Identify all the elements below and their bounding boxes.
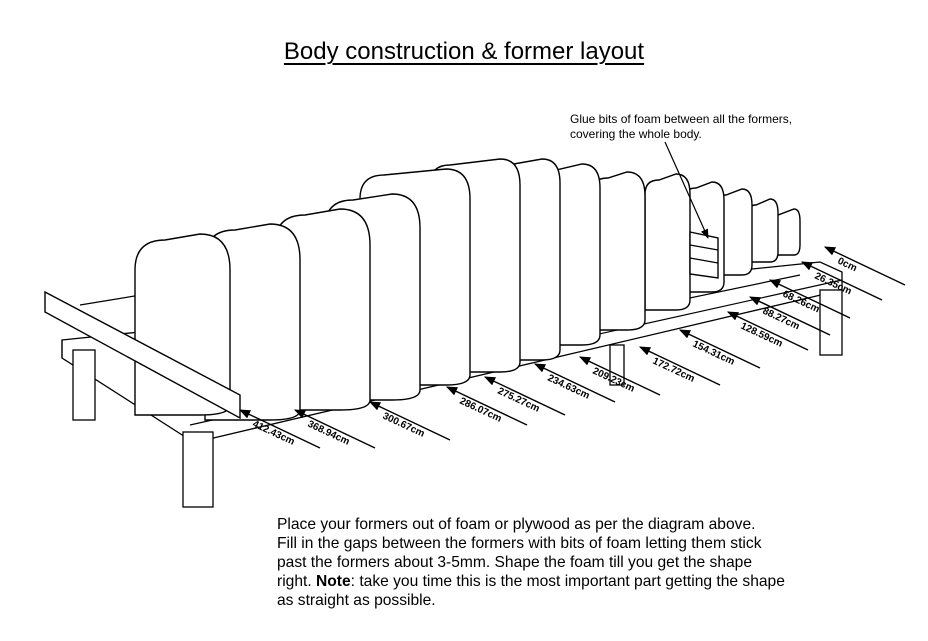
former-4 — [644, 173, 691, 311]
station-arrow-2 — [768, 279, 851, 319]
station-arrow-13 — [238, 409, 321, 449]
instructions-line-4-prefix: right. — [277, 573, 316, 590]
station-arrow-10 — [445, 386, 528, 426]
station-arrow-12 — [293, 409, 376, 449]
instructions-line-4: right. Note: take you time this is the m… — [277, 572, 897, 591]
station-arrow-3 — [748, 296, 831, 336]
formers-group — [44, 158, 801, 421]
note-line-1: Glue bits of foam between all the former… — [570, 112, 793, 126]
station-arrow-6 — [638, 346, 721, 386]
note-keyword: Note — [316, 573, 351, 590]
station-arrow-8 — [533, 363, 616, 403]
station-arrow-1 — [800, 261, 883, 301]
station-arrow-9 — [483, 376, 566, 416]
station-label-3: 88.27cm — [761, 306, 802, 333]
note-leader-line — [664, 141, 709, 239]
note-line-2: covering the whole body. — [570, 127, 702, 141]
instructions-line-5: as straight as possible. — [277, 592, 436, 609]
station-arrows: 0cm26.35cm68.26cm88.27cm128.59cm154.31cm… — [238, 246, 906, 449]
foam-blocks — [689, 231, 719, 279]
station-arrow-11 — [368, 401, 451, 441]
instructions-line-1: Place your formers out of foam or plywoo… — [277, 516, 756, 533]
instructions-line-4-suffix: : take you time this is the most importa… — [350, 573, 785, 590]
station-arrow-7 — [578, 356, 661, 396]
station-arrow-0 — [823, 246, 906, 286]
instructions-line-2: Fill in the gaps between the formers wit… — [277, 535, 762, 552]
station-arrow-5 — [678, 329, 761, 369]
instructions-line-3: past the formers about 3-5mm. Shape the … — [277, 554, 753, 571]
foam-note: Glue bits of foam between all the former… — [570, 112, 830, 142]
station-arrow-4 — [726, 311, 809, 351]
page-title: Body construction & former layout — [283, 38, 645, 65]
instructions-text: Place your formers out of foam or plywoo… — [277, 515, 897, 610]
